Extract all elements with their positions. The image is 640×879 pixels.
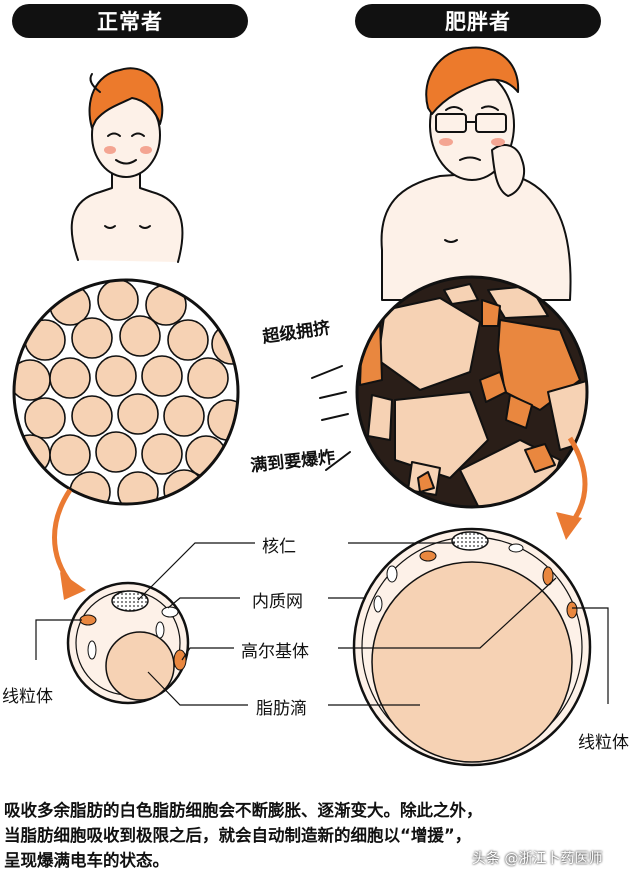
left-arrow xyxy=(52,488,74,587)
caption-line-1: 吸收多余脂肪的白色脂肪细胞会不断膨胀、逐渐变大。除此之外， xyxy=(4,801,483,820)
obese-person-figure xyxy=(380,46,572,301)
emphasis-marks xyxy=(311,365,351,471)
header-normal: 正常者 xyxy=(12,4,248,38)
large-fat-cell xyxy=(352,527,592,767)
caption-line-2: 当脂肪细胞吸收到极限之后，就会自动制造新的细胞以“增援”， xyxy=(4,826,472,845)
watermark: 头条 @浙江卜药医师 xyxy=(472,851,603,867)
label-nucleolus: 核仁 xyxy=(262,537,296,557)
label-lipid-droplet: 脂肪滴 xyxy=(256,699,307,719)
leader-lines xyxy=(35,542,609,706)
header-obese: 肥胖者 xyxy=(355,4,601,38)
label-er: 内质网 xyxy=(252,592,303,612)
normal-person-figure xyxy=(70,67,184,263)
small-fat-cell xyxy=(66,581,190,705)
large-lipid-droplet xyxy=(371,561,573,763)
caption: 吸收多余脂肪的白色脂肪细胞会不断膨胀、逐渐变大。除此之外， 当脂肪细胞吸收到极限… xyxy=(4,798,636,873)
header-normal-text: 正常者 xyxy=(97,10,163,34)
normal-fat-tissue-circle xyxy=(12,278,240,506)
label-mitochondria-left: 线粒体 xyxy=(2,687,53,707)
caption-line-3: 呈现爆满电车的状态。 xyxy=(4,851,169,870)
label-golgi: 高尔基体 xyxy=(241,642,309,662)
large-nucleus xyxy=(451,531,489,551)
small-lipid-droplet xyxy=(105,631,175,701)
small-nucleus xyxy=(111,590,149,612)
header-obese-text: 肥胖者 xyxy=(445,10,511,34)
obese-fat-tissue-circle xyxy=(355,275,589,509)
label-mitochondria-right: 线粒体 xyxy=(578,733,629,753)
